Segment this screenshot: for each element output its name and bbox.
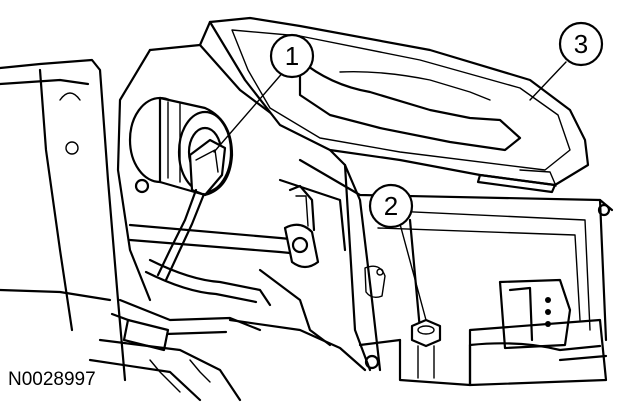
mounting-bolt — [398, 318, 472, 387]
wiring-harness — [88, 258, 367, 402]
leader-line-2 — [399, 223, 427, 321]
callout-3-label: 3 — [574, 29, 588, 59]
actuator-linkage — [128, 184, 332, 347]
leader-lines — [213, 61, 567, 321]
figure-id: N0028997 — [8, 369, 96, 390]
right-bracket — [358, 278, 608, 387]
left-body-panel — [0, 58, 127, 382]
leader-line-1 — [213, 69, 286, 153]
callout-1: 1 — [269, 33, 315, 79]
callout-3: 3 — [558, 21, 604, 67]
callout-2: 2 — [368, 183, 414, 229]
callout-1-label: 1 — [285, 41, 299, 71]
callout-2-label: 2 — [384, 191, 398, 221]
leader-line-3 — [529, 61, 567, 101]
filter-door-panel — [208, 16, 590, 194]
